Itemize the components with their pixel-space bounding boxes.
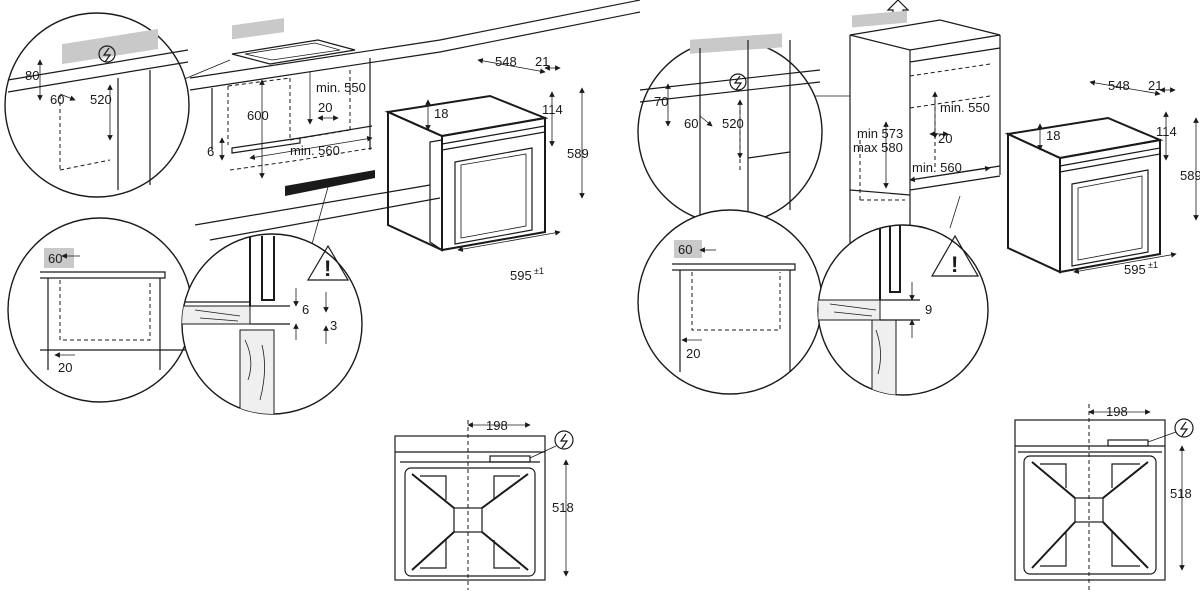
left-d6: 6 bbox=[207, 144, 214, 159]
left-d600: 600 bbox=[247, 108, 269, 123]
left-zoom-mid: 60 20 bbox=[7, 217, 193, 403]
left-oven-d21: 21 bbox=[535, 54, 549, 69]
left-zoom-d520: 520 bbox=[90, 92, 112, 107]
left-oven-height: 589 bbox=[567, 146, 589, 161]
right-detail-d9: 9 bbox=[925, 302, 932, 317]
right-oven-width: 548 bbox=[1108, 78, 1130, 93]
left-detail-d6: 6 bbox=[302, 302, 309, 317]
left-installation: 600 min. 550 20 6 min. 560 548 21 bbox=[4, 0, 641, 590]
right-top-depth: 518 bbox=[1170, 486, 1192, 501]
right-zoom-d520: 520 bbox=[722, 116, 744, 131]
right-oven bbox=[1004, 116, 1164, 274]
right-oven-depth: 595 bbox=[1124, 262, 1146, 277]
right-d-max580: max 580 bbox=[853, 140, 903, 155]
right-oven-d114: 114 bbox=[1156, 124, 1177, 139]
right-d-min550: min. 550 bbox=[940, 100, 990, 115]
left-d20: 20 bbox=[318, 100, 332, 115]
left-cabinet-dims: 600 min. 550 20 6 min. 560 bbox=[207, 72, 373, 179]
right-zoom-d60: 60 bbox=[684, 116, 698, 131]
left-oven bbox=[384, 94, 549, 252]
left-oven-depth: 595 bbox=[510, 268, 532, 283]
left-countertop bbox=[189, 0, 641, 241]
right-cabinet-dims: min. 550 20 min 573 max 580 min. 560 bbox=[853, 91, 991, 189]
right-zoom-detail: ! 9 bbox=[817, 195, 989, 396]
right-d-min573: min 573 bbox=[857, 126, 903, 141]
electric-supply-icon bbox=[554, 430, 574, 450]
right-warning-mark: ! bbox=[951, 252, 958, 277]
left-oven-d18: 18 bbox=[434, 106, 448, 121]
right-oven-depth-tol: ±1 bbox=[1148, 260, 1158, 270]
left-zoom-d60: 60 bbox=[50, 92, 64, 107]
right-mid-d20: 20 bbox=[686, 346, 700, 361]
left-detail-d3: 3 bbox=[330, 318, 337, 333]
right-oven-d18: 18 bbox=[1046, 128, 1060, 143]
left-mid-d60: 60 bbox=[48, 251, 62, 266]
left-oven-depth-tol: ±1 bbox=[534, 266, 544, 276]
right-zoom-d70: 70 bbox=[654, 94, 668, 109]
warning-triangle-icon: ! bbox=[930, 234, 980, 277]
left-d-min550: min. 550 bbox=[316, 80, 366, 95]
left-zoom-d80: 80 bbox=[25, 68, 39, 83]
left-oven-d114: 114 bbox=[542, 102, 563, 117]
right-oven-height: 589 bbox=[1180, 168, 1200, 183]
right-mid-d60: 60 bbox=[678, 242, 692, 257]
right-zoom-top: 70 60 520 bbox=[637, 33, 850, 225]
left-oven-width: 548 bbox=[495, 54, 517, 69]
right-oven-d21: 21 bbox=[1148, 78, 1162, 93]
left-zoom-top: 80 60 520 bbox=[4, 12, 231, 198]
right-installation: min. 550 20 min 573 max 580 min. 560 548… bbox=[637, 0, 1200, 592]
left-top-width: 198 bbox=[486, 418, 508, 433]
left-warning-mark: ! bbox=[324, 256, 331, 281]
left-zoom-detail: ! 6 3 bbox=[181, 179, 363, 415]
electric-supply-icon bbox=[98, 45, 116, 63]
cooktop bbox=[231, 39, 356, 65]
right-d-min560: min. 560 bbox=[912, 160, 962, 175]
left-cabinet bbox=[211, 18, 375, 196]
right-oven-dims: 548 21 18 114 589 595 ±1 bbox=[1037, 78, 1200, 277]
electric-supply-icon bbox=[1174, 418, 1194, 438]
left-top-view: 198 518 bbox=[394, 418, 574, 590]
warning-triangle-icon: ! bbox=[306, 244, 350, 281]
electric-supply-icon bbox=[729, 73, 747, 91]
right-top-view: 198 518 bbox=[1014, 404, 1194, 592]
left-mid-d20: 20 bbox=[58, 360, 72, 375]
right-d20: 20 bbox=[938, 131, 952, 146]
right-zoom-mid: 60 20 bbox=[637, 209, 823, 395]
left-d-min560: min. 560 bbox=[290, 143, 340, 158]
left-oven-dims: 548 21 18 114 589 595 ±1 bbox=[425, 54, 589, 283]
right-top-width: 198 bbox=[1106, 404, 1128, 419]
left-top-depth: 518 bbox=[552, 500, 574, 515]
